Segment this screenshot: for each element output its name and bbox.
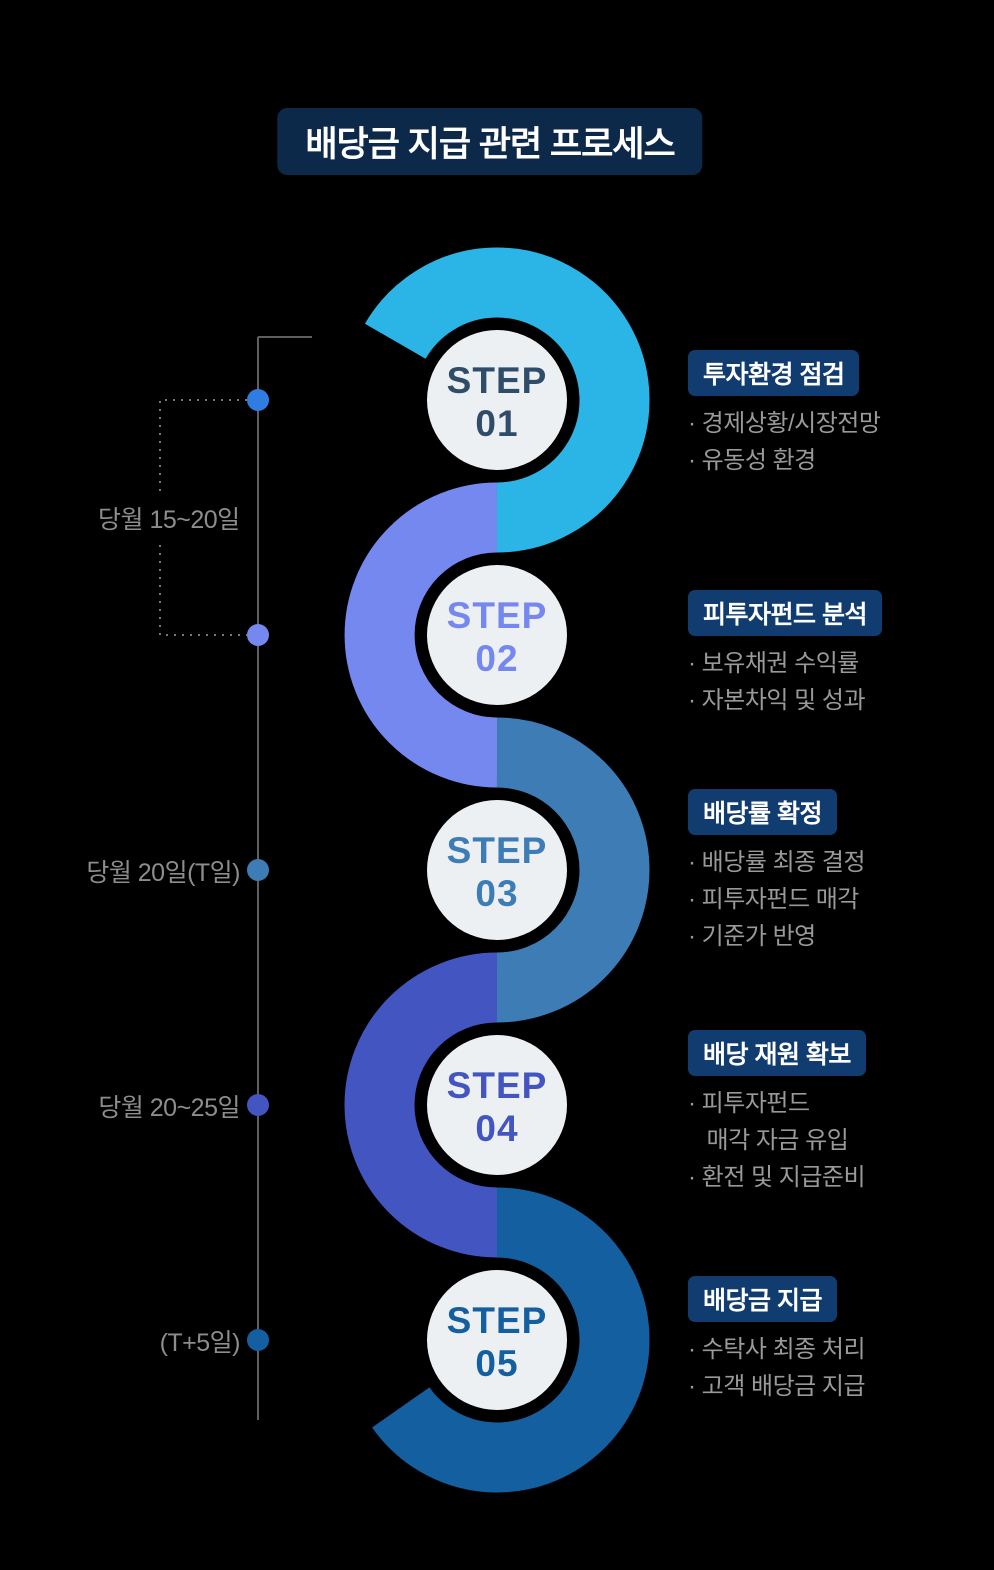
step-3-disc [427, 800, 567, 940]
arc-step-3 [495, 717, 650, 1023]
step-4-number: 04 [475, 1108, 518, 1149]
step-5-bullets: · 수탁사 최종 처리 · 고객 배당금 지급 [688, 1331, 866, 1405]
bullet: · 보유채권 수익률 [688, 650, 859, 677]
bullet: 매각 자금 유입 [688, 1127, 849, 1154]
timeline-dot-step-1 [247, 389, 269, 411]
timeline-dot-step-2 [247, 624, 269, 646]
timeline-dot-step-3 [247, 859, 269, 881]
step-2-bullets: · 보유채권 수익률 · 자본차익 및 성과 [688, 645, 882, 719]
step-1-info: 투자환경 점검 · 경제상황/시장전망 · 유동성 환경 [688, 350, 881, 479]
step-4-badge: 배당 재원 확보 [688, 1030, 866, 1076]
bullet: · 피투자펀드 매각 [688, 886, 859, 913]
bullet: · 경제상황/시장전망 [688, 410, 881, 437]
bullet: · 고객 배당금 지급 [688, 1373, 866, 1400]
timeline-label-step-5: (T+5일) [159, 1329, 241, 1357]
step-4-word: STEP [447, 1065, 548, 1106]
timeline-dot-step-4 [247, 1094, 269, 1116]
step-4-disc [427, 1035, 567, 1175]
step-4-circle: STEP 04 [416, 1024, 578, 1186]
step-1-word: STEP [447, 360, 548, 401]
step-2-number: 02 [475, 638, 518, 679]
step-1-disc [427, 330, 567, 470]
step-5-disc [427, 1270, 567, 1410]
step-5-info: 배당금 지급 · 수탁사 최종 처리 · 고객 배당금 지급 [688, 1276, 866, 1405]
step-1-circle: STEP 01 [416, 319, 578, 481]
step-3-word: STEP [447, 830, 548, 871]
bullet: · 수탁사 최종 처리 [688, 1336, 866, 1363]
step-3-bullets: · 배당률 최종 결정 · 피투자펀드 매각 · 기준가 반영 [688, 844, 866, 955]
bullet: · 피투자펀드 [688, 1090, 810, 1117]
step-1-number: 01 [475, 403, 518, 444]
step-3-circle: STEP 03 [416, 789, 578, 951]
step-3-info: 배당률 확정 · 배당률 최종 결정 · 피투자펀드 매각 · 기준가 반영 [688, 789, 866, 955]
step-5-number: 05 [475, 1343, 518, 1384]
step-1-bullets: · 경제상황/시장전망 · 유동성 환경 [688, 405, 881, 479]
bullet: · 환전 및 지급준비 [688, 1164, 866, 1191]
bullet: · 기준가 반영 [688, 923, 816, 950]
step-2-word: STEP [447, 595, 548, 636]
step-2-info: 피투자펀드 분석 · 보유채권 수익률 · 자본차익 및 성과 [688, 590, 882, 719]
step-5-circle: STEP 05 [416, 1259, 578, 1421]
timeline-label-step-4: 당월 20~25일 [98, 1094, 240, 1122]
step-4-info: 배당 재원 확보 · 피투자펀드 매각 자금 유입 · 환전 및 지급준비 [688, 1030, 866, 1196]
step-1-badge: 투자환경 점검 [688, 350, 860, 396]
bullet: · 유동성 환경 [688, 447, 816, 474]
bullet: · 자본차익 및 성과 [688, 687, 866, 714]
arc-step-1 [364, 247, 650, 553]
page-title: 배당금 지급 관련 프로세스 [277, 108, 703, 175]
step-2-disc [427, 565, 567, 705]
step-5-word: STEP [447, 1300, 548, 1341]
step-2-badge: 피투자펀드 분석 [688, 590, 882, 636]
bullet: · 배당률 최종 결정 [688, 849, 866, 876]
timeline-dot-step-5 [247, 1329, 269, 1351]
step-3-number: 03 [475, 873, 518, 914]
timeline-label-steps-1-2: 당월 15~20일 [90, 496, 248, 540]
step-5-badge: 배당금 지급 [688, 1276, 837, 1322]
arc-step-2 [344, 482, 499, 788]
timeline-label-step-3: 당월 20일(T일) [86, 859, 240, 887]
arc-step-5 [372, 1187, 650, 1493]
arc-step-4 [344, 952, 499, 1258]
step-2-circle: STEP 02 [416, 554, 578, 716]
step-4-bullets: · 피투자펀드 매각 자금 유입 · 환전 및 지급준비 [688, 1085, 866, 1196]
step-3-badge: 배당률 확정 [688, 789, 837, 835]
